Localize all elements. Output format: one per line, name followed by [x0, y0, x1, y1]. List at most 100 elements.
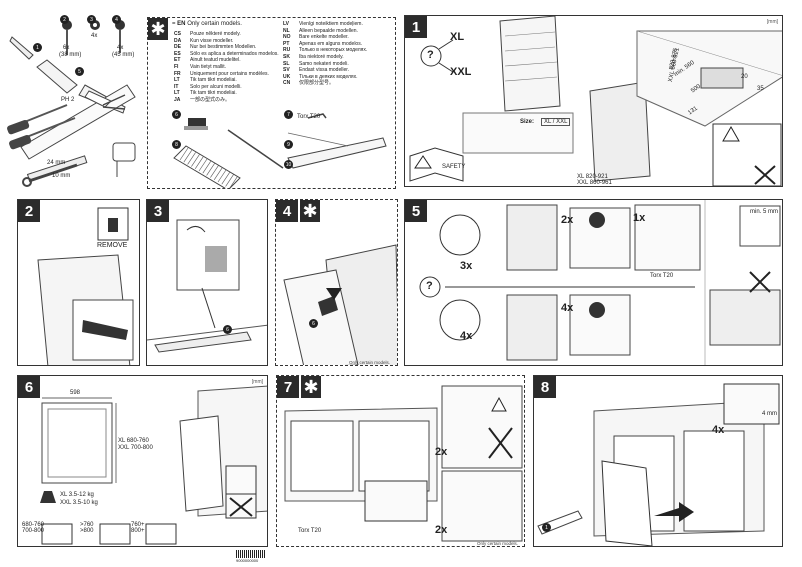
step-7-illustration [284, 385, 523, 542]
language-code: LV [283, 21, 290, 27]
language-text: Endast vissa modeller. [299, 67, 350, 74]
star-icon: ✱ [301, 376, 321, 398]
size-xxl-label: XXL [450, 66, 472, 78]
language-text: Solo per alcuni modelli. [190, 83, 242, 90]
step-8-illustration [537, 383, 780, 546]
language-text: Tik tam tikri modeliai. [190, 77, 237, 84]
count-4x: 4x [460, 330, 473, 342]
size-card-value: XL / XXL [541, 118, 571, 126]
rod-icon [227, 129, 284, 169]
screw2-size: (45 mm) [112, 52, 135, 58]
language-code: PT [283, 40, 290, 47]
step-5-illustration [419, 200, 781, 365]
step-1-number: 1 [405, 16, 427, 38]
step-5-number: 5 [405, 200, 427, 222]
language-row: NO Bare enkelte modeller. [283, 34, 367, 41]
language-row: CN 仅限部分型号。 [283, 80, 367, 87]
language-row: SK Iba niektoré modely. [283, 54, 367, 61]
trash-bin-icon [97, 207, 129, 241]
weight-icon [40, 491, 56, 503]
ph-label: PH 2 [61, 97, 75, 103]
step-7-panel: 7 ✱ Torx T20 2x 2x Only certain models. [276, 375, 525, 547]
language-code: JA [174, 96, 181, 103]
sticky-strip-icon [287, 137, 387, 169]
min-5mm-label: min. 5 mm [750, 209, 779, 215]
language-text: Alleen bepaalde modellen. [299, 27, 358, 34]
torx-label: Torx T20 [297, 114, 321, 120]
language-code: IT [174, 83, 179, 90]
language-row: ET Ainult teatud mudelitel. [174, 57, 279, 64]
question-mark-icon: ? [426, 280, 433, 292]
step-3-number: 3 [147, 200, 169, 222]
range-c1: 760+ [131, 522, 145, 528]
language-text: Ainult teatud mudelitel. [190, 57, 241, 64]
range-a2: 700-800 [22, 528, 45, 534]
clip-icon [184, 118, 208, 130]
step-2-number: 2 [18, 200, 40, 222]
language-row: LT Tik tam tikri modeliai. [174, 77, 279, 84]
screw2-count: 4x [117, 45, 124, 51]
language-code: SK [283, 53, 290, 60]
measure-10: 10 mm [52, 173, 71, 179]
part-6-badge: 6 [172, 110, 181, 119]
legend-xl: XL 820-921 [577, 174, 608, 180]
height-xxl-label: XXL 700-800 [118, 445, 153, 451]
language-code: ET [174, 57, 181, 64]
legend-xxl: XXL 860-961 [577, 180, 612, 186]
step-1-panel: 1 [mm] XL XXL ? Size: XL / XXL 820-875 X… [404, 15, 783, 187]
step-6-panel: 6 [mm] 598 XL 680-760 XXL 700-800 XL 3.5… [17, 375, 268, 547]
part-1-badge: 1 [542, 523, 551, 532]
language-code: RU [283, 47, 291, 54]
language-text: Pouze některé modely. [190, 31, 241, 37]
only-certain-models-note: Only certain models. [349, 360, 391, 365]
part-5-badge: 5 [75, 67, 84, 76]
language-text: Iba niektoré modely. [299, 53, 344, 60]
count-4x-b: 4x [561, 302, 574, 314]
unit-label: [mm] [251, 379, 263, 385]
torx-label: Torx T20 [298, 528, 322, 534]
language-row: IT Solo per alcuni modelli. [174, 84, 279, 91]
step-3-illustration [147, 219, 267, 353]
weight-xxl-label: XXL 3.5-10 kg [60, 500, 98, 506]
language-text: Bare enkelte modeller. [299, 34, 349, 41]
count-2x-b: 2x [435, 524, 448, 536]
language-text: 仅限部分型号。 [299, 80, 335, 87]
language-text: Samo nekateri modeli. [299, 60, 349, 67]
range-a1: 680-760 [22, 522, 45, 528]
language-code: CN [283, 80, 291, 87]
language-code: UK [283, 73, 291, 80]
language-text: Apenas em alguns modelos. [299, 40, 363, 47]
language-text: Uniquement pour certains modèles. [190, 70, 269, 77]
part-4-badge: 4 [112, 15, 121, 24]
language-code: DE [174, 44, 181, 51]
language-code: DA [174, 37, 182, 44]
language-code: CS [174, 31, 181, 37]
language-row: PT Apenas em alguns modelos. [283, 41, 367, 48]
tools-illustration [7, 20, 136, 187]
language-text: Тільки в деяких моделях. [299, 73, 358, 80]
part-10-badge: 10 [284, 160, 293, 169]
language-code: NO [283, 34, 291, 41]
width-598-label: 598 [70, 390, 81, 396]
count-2x: 2x [561, 214, 574, 226]
part-6-badge: 6 [223, 325, 232, 334]
language-text: Sólo es aplica a determinados modelos. [190, 50, 279, 57]
tools-panel: 6x (38 mm) 4x 4x (45 mm) PH 2 24 mm 10 m… [7, 15, 145, 190]
part-2-badge: 2 [60, 15, 69, 24]
screw-size: (38 mm) [59, 52, 82, 58]
step-8-number: 8 [534, 376, 556, 398]
language-code: LT [174, 77, 180, 84]
count-2x-a: 2x [435, 446, 448, 458]
barcode [236, 550, 266, 558]
language-code: FI [174, 63, 179, 70]
language-text: Kun visse modeller. [190, 37, 234, 44]
count-3x: 3x [460, 260, 473, 272]
parts-illustration [173, 113, 387, 188]
part-1-badge: 1 [33, 43, 42, 52]
